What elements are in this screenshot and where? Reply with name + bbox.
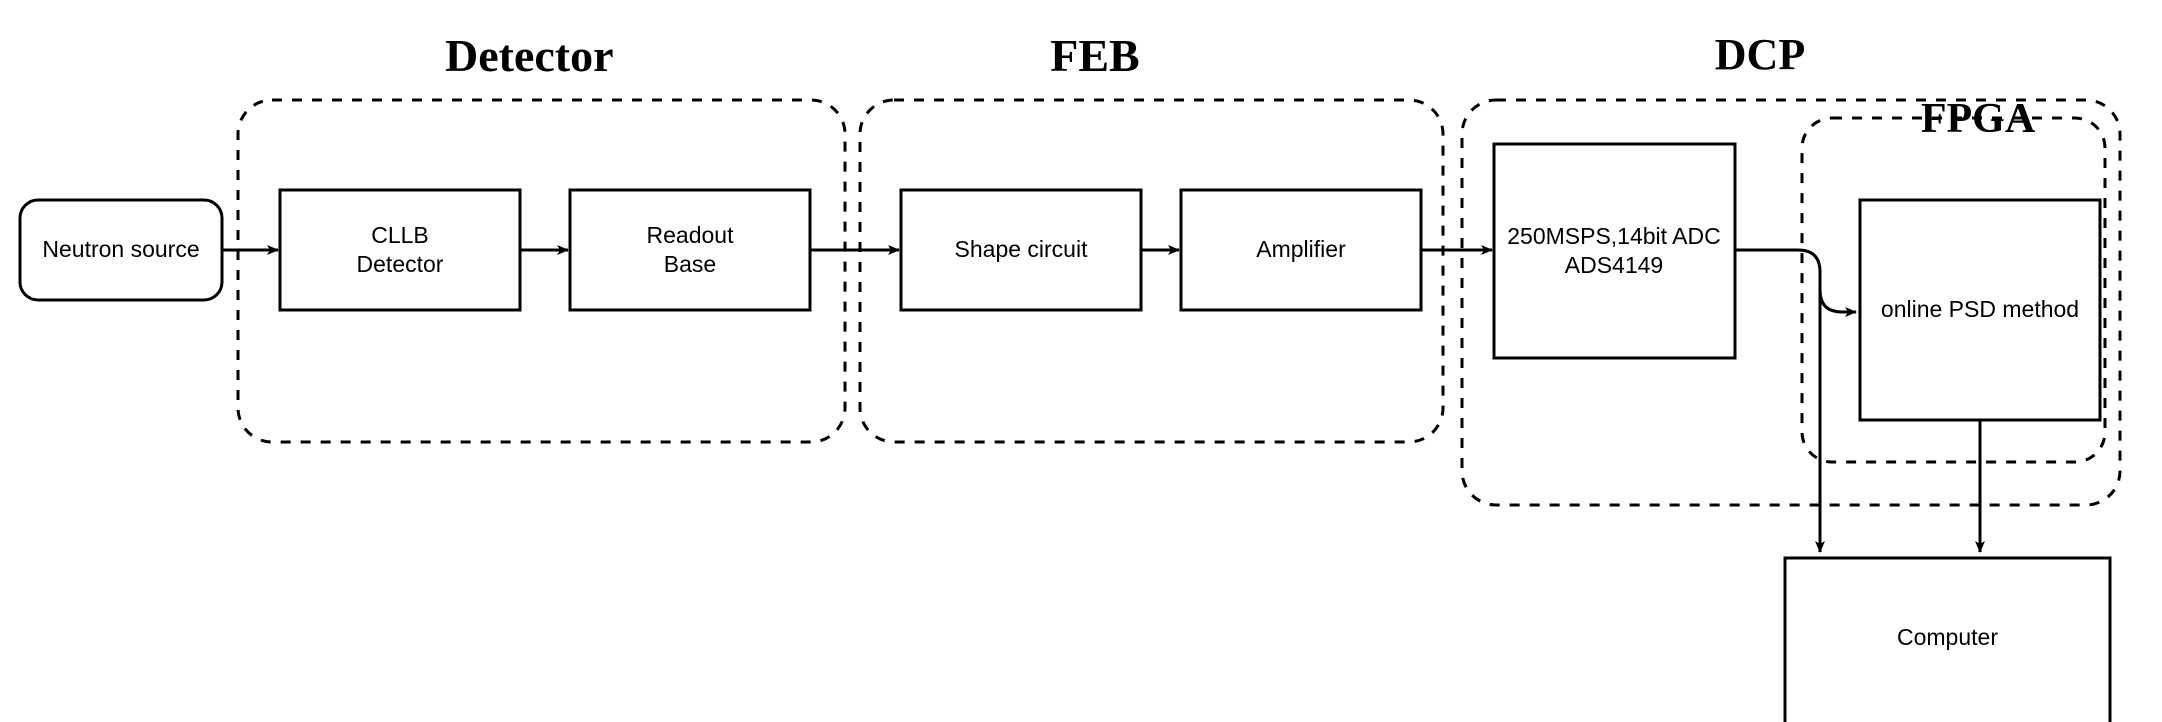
node-shape-shape-circuit[interactable] — [899, 188, 1143, 312]
group-container-fpga — [1800, 116, 2107, 464]
node-shape-adc[interactable] — [1492, 142, 1737, 360]
node-shape-readout-base[interactable] — [568, 188, 812, 312]
node-shape-amplifier[interactable] — [1179, 188, 1423, 312]
node-shape-computer[interactable] — [1783, 556, 2112, 722]
group-container-detector — [236, 98, 847, 444]
group-container-dcp — [1460, 98, 2122, 507]
node-shape-online-psd[interactable] — [1858, 198, 2102, 422]
edge-adc-to-online-psd — [1735, 248, 1857, 317]
node-shape-neutron-source[interactable] — [18, 198, 224, 302]
group-container-feb — [858, 98, 1445, 444]
node-shape-cllb-detector[interactable] — [278, 188, 522, 312]
group-title-feb: FEB — [1050, 30, 1140, 81]
group-title-detector: Detector — [445, 30, 614, 81]
group-title-fpga: FPGA — [1920, 96, 2036, 142]
group-title-dcp: DCP — [1714, 30, 1806, 79]
